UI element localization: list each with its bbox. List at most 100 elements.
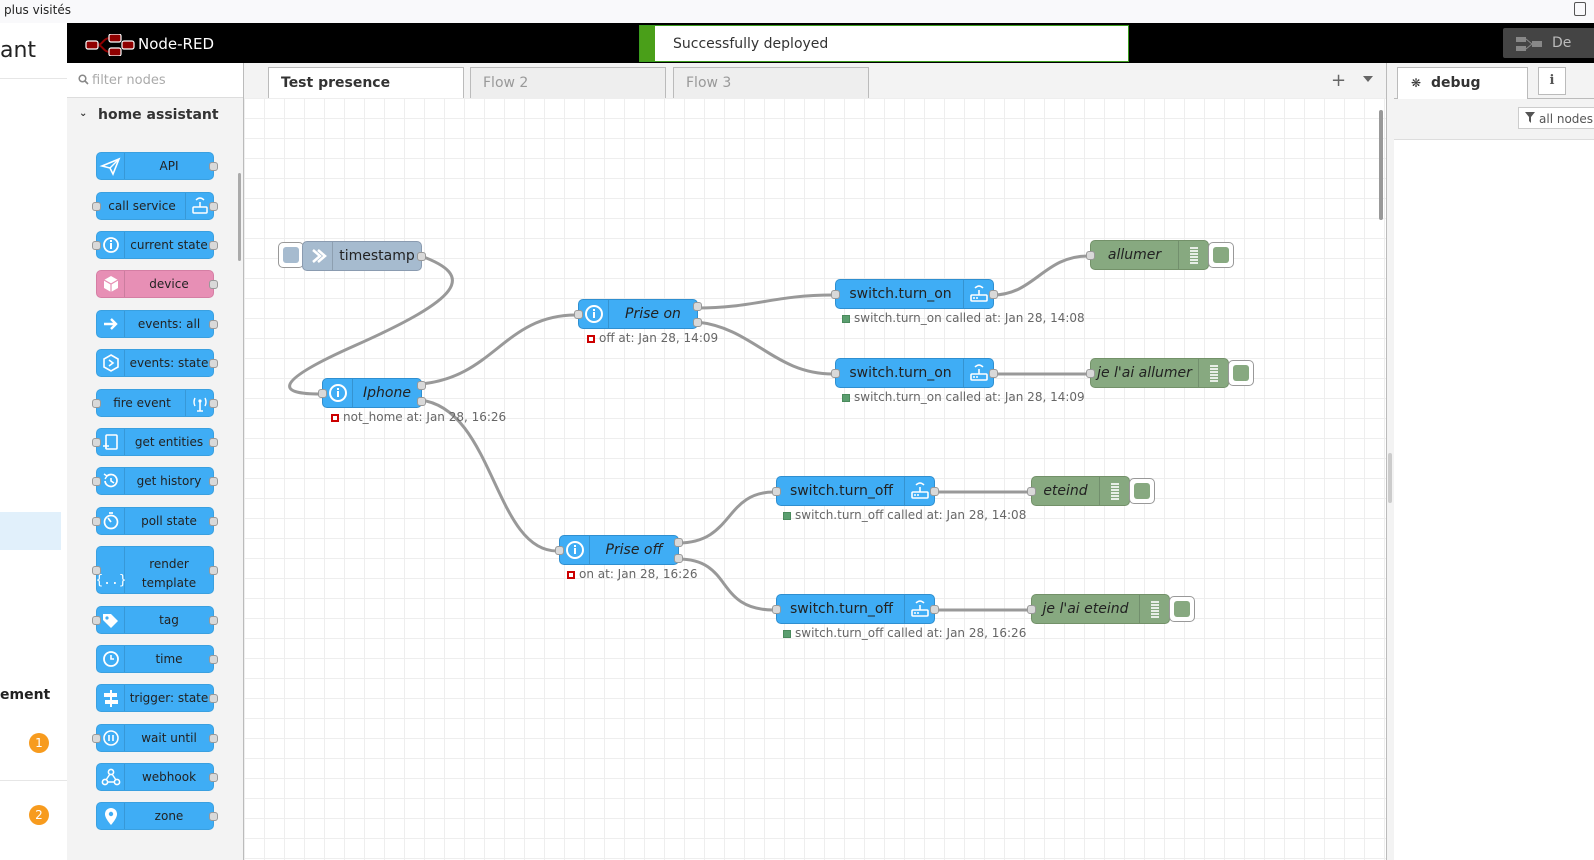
palette-node-events-state[interactable]: events: state (96, 349, 214, 377)
input-port[interactable] (1086, 251, 1095, 260)
tab-label: debug (1431, 75, 1481, 91)
status-dot-icon (842, 315, 850, 323)
node-label: allumer (1095, 247, 1174, 263)
palette-node-current-state[interactable]: current state (96, 231, 214, 259)
input-port[interactable] (574, 310, 583, 319)
palette-node-fire-event[interactable]: fire event (96, 389, 214, 417)
input-port[interactable] (772, 605, 781, 614)
debug-toggle-button[interactable] (1169, 596, 1195, 622)
palette-node-api[interactable]: API (96, 152, 214, 180)
ha-selected-item[interactable] (0, 512, 61, 550)
output-port[interactable] (989, 369, 998, 378)
flow-node-switch-turn-off[interactable]: switch.turn_off (776, 476, 935, 506)
tab-test-presence[interactable]: Test presence (268, 67, 464, 99)
palette-node-events-all[interactable]: events: all (96, 310, 214, 338)
tab-list-menu-icon[interactable] (1363, 76, 1373, 82)
canvas-scrollbar[interactable] (1379, 110, 1383, 220)
status-text: switch.turn_off called at: Jan 28, 16:26 (795, 626, 1026, 640)
palette-node-wait-until[interactable]: wait until (96, 724, 214, 752)
palette-node-zone[interactable]: zone (96, 802, 214, 830)
node-label: je l'ai eteind (1036, 601, 1135, 617)
flow-node-debug-je-lai-eteind[interactable]: je l'ai eteind (1031, 594, 1170, 624)
output-port[interactable] (693, 318, 702, 327)
flow-node-debug-je-lai-allumer[interactable]: je l'ai allumer (1090, 358, 1229, 388)
palette-node-call-service[interactable]: call service (96, 192, 214, 220)
flow-node-switch-turn-off[interactable]: switch.turn_off (776, 594, 935, 624)
palette-scrollbar[interactable] (238, 173, 241, 261)
status-dot-icon (842, 394, 850, 402)
deploy-button[interactable]: De (1503, 28, 1594, 58)
palette-filter-input[interactable]: filter nodes (92, 73, 166, 88)
status-text: switch.turn_on called at: Jan 28, 14:08 (854, 311, 1085, 325)
input-port (92, 202, 101, 211)
output-port[interactable] (930, 487, 939, 496)
list-icon (1139, 595, 1169, 623)
debug-toggle-button[interactable] (1129, 478, 1155, 504)
output-port[interactable] (674, 554, 683, 563)
tab-flow-2[interactable]: Flow 2 (470, 67, 666, 98)
bookmark-most-visited[interactable]: plus visités (4, 3, 71, 17)
status-text: on at: Jan 28, 16:26 (579, 567, 697, 581)
output-port[interactable] (417, 397, 426, 406)
status-text: switch.turn_off called at: Jan 28, 14:08 (795, 508, 1026, 522)
debug-toggle-button[interactable] (1228, 360, 1254, 386)
flow-node-timestamp[interactable]: timestamp (302, 241, 422, 271)
flow-node-switch-turn-on[interactable]: switch.turn_on (835, 358, 994, 388)
palette-filter[interactable]: filter nodes (67, 63, 243, 98)
input-port[interactable] (1027, 487, 1036, 496)
status-text: not_home at: Jan 28, 16:26 (343, 410, 506, 424)
input-port[interactable] (831, 369, 840, 378)
inject-trigger-button[interactable] (278, 242, 304, 268)
palette-category-header[interactable]: ⌄ home assistant (67, 98, 243, 131)
palette-node-get-history[interactable]: get history (96, 467, 214, 495)
input-port[interactable] (772, 487, 781, 496)
palette-node-time[interactable]: time (96, 645, 214, 673)
input-port (92, 438, 101, 447)
input-port[interactable] (1086, 369, 1095, 378)
palette-node-device[interactable]: device (96, 270, 214, 298)
tab-flow-3[interactable]: Flow 3 (673, 67, 869, 98)
palette-node-get-entities[interactable]: get entities (96, 428, 214, 456)
node-label: switch.turn_on (842, 286, 959, 302)
tab-info[interactable]: i (1538, 67, 1566, 95)
output-port (209, 477, 218, 486)
debug-filter-button[interactable]: all nodes (1518, 107, 1594, 129)
output-port[interactable] (693, 302, 702, 311)
notification-badge[interactable]: 2 (29, 805, 49, 825)
notification-badge[interactable]: 1 (29, 733, 49, 753)
output-port[interactable] (417, 381, 426, 390)
output-port[interactable] (989, 290, 998, 299)
flow-node-iphone[interactable]: Iphone (322, 378, 422, 408)
palette-node-poll-state[interactable]: poll state (96, 507, 214, 535)
flow-canvas[interactable]: timestamp Iphone not_home at: Jan 28, 16… (244, 98, 1386, 860)
deploy-notification[interactable]: Successfully deployed (639, 25, 1129, 62)
tab-debug[interactable]: ❋ debug (1397, 67, 1528, 99)
flow-node-debug-allumer[interactable]: allumer (1090, 240, 1209, 270)
flow-node-prise-off[interactable]: Prise off (559, 535, 679, 565)
output-port (209, 655, 218, 664)
input-port[interactable] (831, 290, 840, 299)
output-port[interactable] (417, 252, 426, 261)
wire (420, 315, 576, 384)
input-port[interactable] (555, 546, 564, 555)
palette-node-trigger-state[interactable]: trigger: state (96, 684, 214, 712)
input-port[interactable] (318, 389, 327, 398)
flow-node-debug-eteind[interactable]: eteind (1031, 476, 1130, 506)
status-text: off at: Jan 28, 14:09 (599, 331, 718, 345)
palette-node-render-template[interactable]: {..}render template (96, 546, 214, 594)
ha-divider (0, 780, 67, 781)
debug-toggle-button[interactable] (1208, 242, 1234, 268)
flow-node-prise-on[interactable]: Prise on (578, 299, 698, 329)
palette-node-webhook[interactable]: webhook (96, 763, 214, 791)
input-port[interactable] (1027, 605, 1036, 614)
output-port (209, 517, 218, 526)
flow-node-switch-turn-on[interactable]: switch.turn_on (835, 279, 994, 309)
ha-title: ant (0, 38, 36, 63)
output-port[interactable] (930, 605, 939, 614)
search-icon (78, 74, 89, 85)
palette-node-label: API (125, 159, 213, 173)
add-flow-button[interactable]: + (1331, 70, 1346, 91)
output-port[interactable] (674, 538, 683, 547)
status-ring-icon (567, 571, 575, 579)
palette-node-tag[interactable]: tag (96, 606, 214, 634)
